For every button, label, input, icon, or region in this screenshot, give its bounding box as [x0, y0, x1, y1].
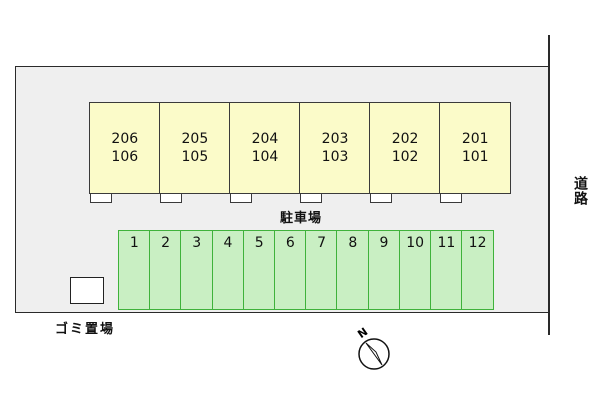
parking-space-1[interactable]: 1: [118, 230, 151, 310]
parking-space-4[interactable]: 4: [211, 230, 245, 310]
unit-201-101-end[interactable]: 201 101: [439, 102, 511, 194]
unit-lower-number: 101: [461, 149, 489, 165]
unit-201-101[interactable]: 206 106: [89, 102, 161, 194]
entrance-step: [230, 193, 252, 203]
trash-area-label: ゴミ置場: [55, 322, 116, 337]
unit-upper-number: 206: [111, 131, 139, 147]
parking-space-12[interactable]: 12: [461, 230, 494, 310]
north-compass-icon: N: [355, 326, 390, 370]
unit-upper-number: 203: [321, 131, 349, 147]
unit-upper-number: 205: [181, 131, 209, 147]
trash-area-box[interactable]: [70, 277, 104, 304]
unit-lower-number: 104: [251, 149, 279, 165]
parking-space-8[interactable]: 8: [336, 230, 370, 310]
unit-lower-number: 102: [391, 149, 419, 165]
entrance-step: [160, 193, 182, 203]
unit-204-104[interactable]: 204 104: [229, 102, 301, 194]
entrance-step: [300, 193, 322, 203]
unit-202-102[interactable]: 202 102: [369, 102, 441, 194]
parking-space-3[interactable]: 3: [180, 230, 214, 310]
parking-space-10[interactable]: 10: [398, 230, 432, 310]
unit-lower-number: 105: [181, 149, 209, 165]
parking-space-2[interactable]: 2: [149, 230, 182, 310]
entrance-step: [90, 193, 112, 203]
unit-lower-number: 106: [111, 149, 139, 165]
parking-space-5[interactable]: 5: [242, 230, 276, 310]
parking-space-7[interactable]: 7: [305, 230, 338, 310]
parking-spaces: 1 2 3 4 5 6 7 8 9 10 11 12: [118, 230, 494, 310]
building-units: 206 106 205 105 204 104 203 103 202 102 …: [89, 102, 511, 194]
unit-upper-number: 201: [461, 131, 489, 147]
entrance-step: [370, 193, 392, 203]
parking-space-11[interactable]: 11: [430, 230, 463, 310]
compass-north-label: N: [355, 326, 370, 341]
unit-205-105[interactable]: 205 105: [159, 102, 231, 194]
entrance-step: [440, 193, 462, 203]
parking-label: 駐車場: [280, 211, 323, 226]
unit-upper-number: 204: [251, 131, 279, 147]
unit-203-103[interactable]: 203 103: [299, 102, 371, 194]
unit-upper-number: 202: [391, 131, 419, 147]
parking-space-6[interactable]: 6: [274, 230, 307, 310]
road-boundary-line: [548, 35, 550, 335]
road-label: 道路: [572, 176, 588, 206]
parking-space-9[interactable]: 9: [367, 230, 401, 310]
unit-lower-number: 103: [321, 149, 349, 165]
